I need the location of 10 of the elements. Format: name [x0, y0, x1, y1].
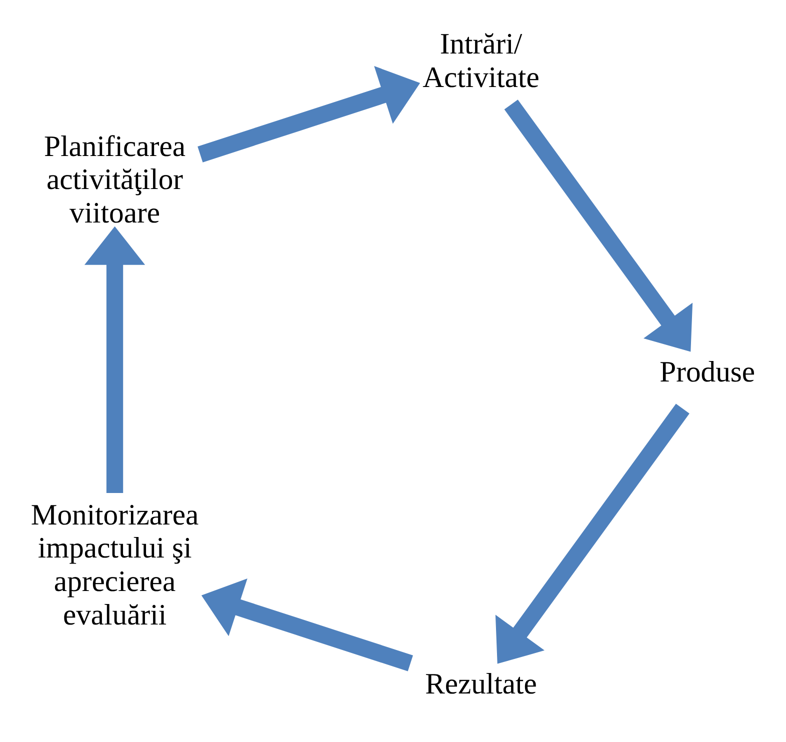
node-text: Monitorizarea impactului şi aprecierea evaluării: [30, 499, 199, 632]
arrow: [201, 578, 413, 672]
arrow: [198, 66, 420, 162]
node-text: Rezultate: [425, 668, 537, 700]
node-text: Intrări/ Activitate: [422, 28, 540, 94]
arrow: [495, 404, 690, 664]
node-text: Planificarea activităţilor viitoare: [44, 130, 186, 230]
arrow: [84, 226, 146, 493]
node-text: Produse: [660, 356, 756, 389]
arrow: [504, 100, 693, 352]
